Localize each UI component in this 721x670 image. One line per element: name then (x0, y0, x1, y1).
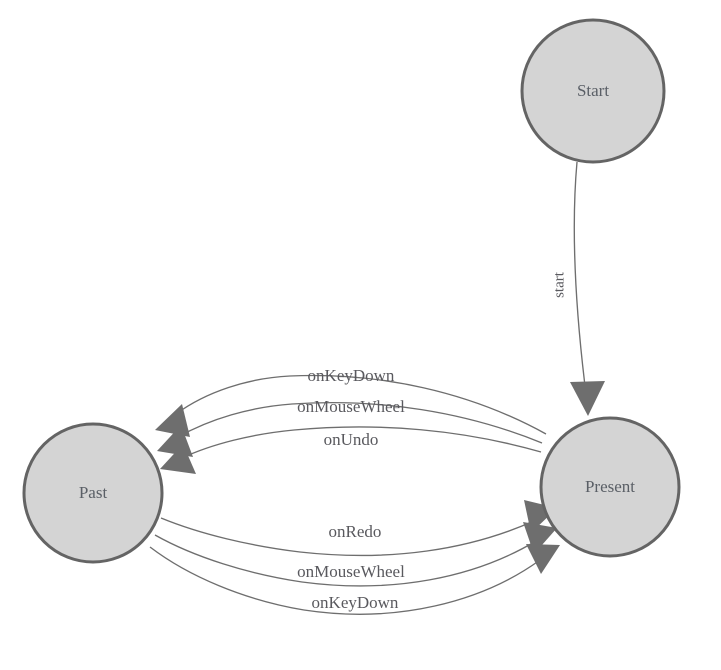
node-start[interactable]: Start (520, 18, 666, 164)
edge-keydown-down-path (149, 546, 541, 615)
edge-start-arrowhead (570, 381, 605, 416)
node-present-label: Present (585, 477, 635, 496)
node-present[interactable]: Present (539, 416, 681, 558)
node-past-label: Past (79, 483, 108, 502)
node-start-circle (520, 18, 666, 164)
edge-undo-label: onUndo (324, 430, 379, 449)
edge-undo[interactable]: onUndo (160, 426, 542, 474)
edge-wheel-down[interactable]: onMouseWheel (154, 522, 557, 587)
edge-redo[interactable]: onRedo (160, 500, 557, 557)
edge-wheel-down-path (154, 534, 537, 587)
edge-redo-label: onRedo (329, 522, 382, 541)
edge-redo-path (160, 517, 537, 557)
edge-start-path (573, 161, 587, 395)
edge-keydown-up-arrowhead (155, 404, 190, 437)
edge-keydown-down-label: onKeyDown (312, 593, 399, 612)
edge-keydown-up-label: onKeyDown (308, 366, 395, 385)
edge-keydown-down[interactable]: onKeyDown (149, 544, 560, 615)
edge-undo-path (181, 426, 542, 459)
node-past-circle (22, 422, 164, 564)
node-start-label: Start (577, 81, 609, 100)
edge-keydown-down-arrowhead (526, 544, 560, 574)
edge-keydown-up-path (175, 374, 547, 435)
edge-wheel-up-label: onMouseWheel (297, 397, 405, 416)
edge-start-label: start (551, 271, 567, 298)
edge-start[interactable]: start (551, 161, 605, 416)
node-present-circle (539, 416, 681, 558)
edge-wheel-up-path (177, 402, 543, 444)
edge-wheel-down-label: onMouseWheel (297, 562, 405, 581)
edge-undo-arrowhead (160, 444, 196, 474)
node-past[interactable]: Past (22, 422, 164, 564)
